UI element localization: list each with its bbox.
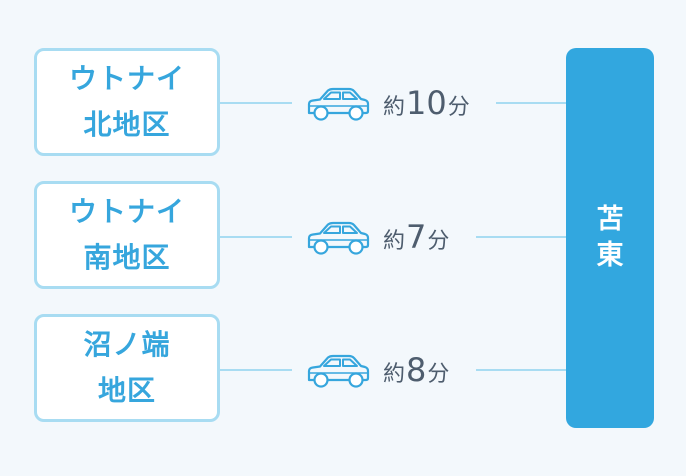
area-label-line1: 沼ノ端: [83, 328, 171, 361]
travel-time: 約 8 分: [383, 351, 449, 389]
travel-time: 約 10 分: [383, 84, 470, 122]
travel-time-group: 約 10 分: [305, 84, 470, 122]
area-label: 沼ノ端 地区: [83, 322, 170, 414]
connector-line: [496, 102, 566, 104]
area-label-line1: ウトナイ: [68, 62, 185, 95]
area-label-line2: 北地区: [83, 108, 171, 141]
area-box-utonai-south: ウトナイ 南地区: [34, 181, 220, 289]
destination-label-line2: 東: [596, 240, 624, 271]
connector-line: [220, 102, 292, 104]
area-box-utonai-north: ウトナイ 北地区: [34, 48, 220, 156]
travel-time-prefix: 約: [383, 362, 406, 387]
area-label-line2: 南地区: [83, 241, 171, 274]
travel-time-prefix: 約: [383, 95, 406, 120]
destination-box-tomato: 苫 東: [566, 48, 654, 428]
travel-time-suffix: 分: [447, 95, 470, 120]
travel-time-group: 約 8 分: [305, 351, 449, 389]
car-icon: [307, 87, 370, 121]
travel-time-suffix: 分: [427, 229, 450, 254]
car-icon: [307, 221, 370, 255]
area-box-numanohata: 沼ノ端 地区: [34, 314, 220, 422]
travel-time-group: 約 7 分: [305, 218, 449, 256]
connector-line: [220, 236, 292, 238]
area-label-line2: 地区: [97, 374, 156, 407]
travel-time-minutes: 8: [406, 351, 427, 389]
connector-line: [476, 236, 566, 238]
destination-label-line1: 苫: [596, 204, 624, 235]
area-label-line1: ウトナイ: [68, 195, 185, 228]
area-label: ウトナイ 南地区: [69, 189, 185, 281]
destination-label: 苫 東: [597, 202, 624, 274]
car-icon: [307, 354, 370, 388]
area-label: ウトナイ 北地区: [69, 56, 185, 148]
travel-time: 約 7 分: [383, 218, 449, 256]
travel-time-minutes: 7: [406, 218, 427, 256]
travel-time-minutes: 10: [406, 84, 447, 122]
travel-time-prefix: 約: [383, 229, 406, 254]
connector-line: [220, 369, 292, 371]
connector-line: [476, 369, 566, 371]
travel-time-suffix: 分: [427, 362, 450, 387]
